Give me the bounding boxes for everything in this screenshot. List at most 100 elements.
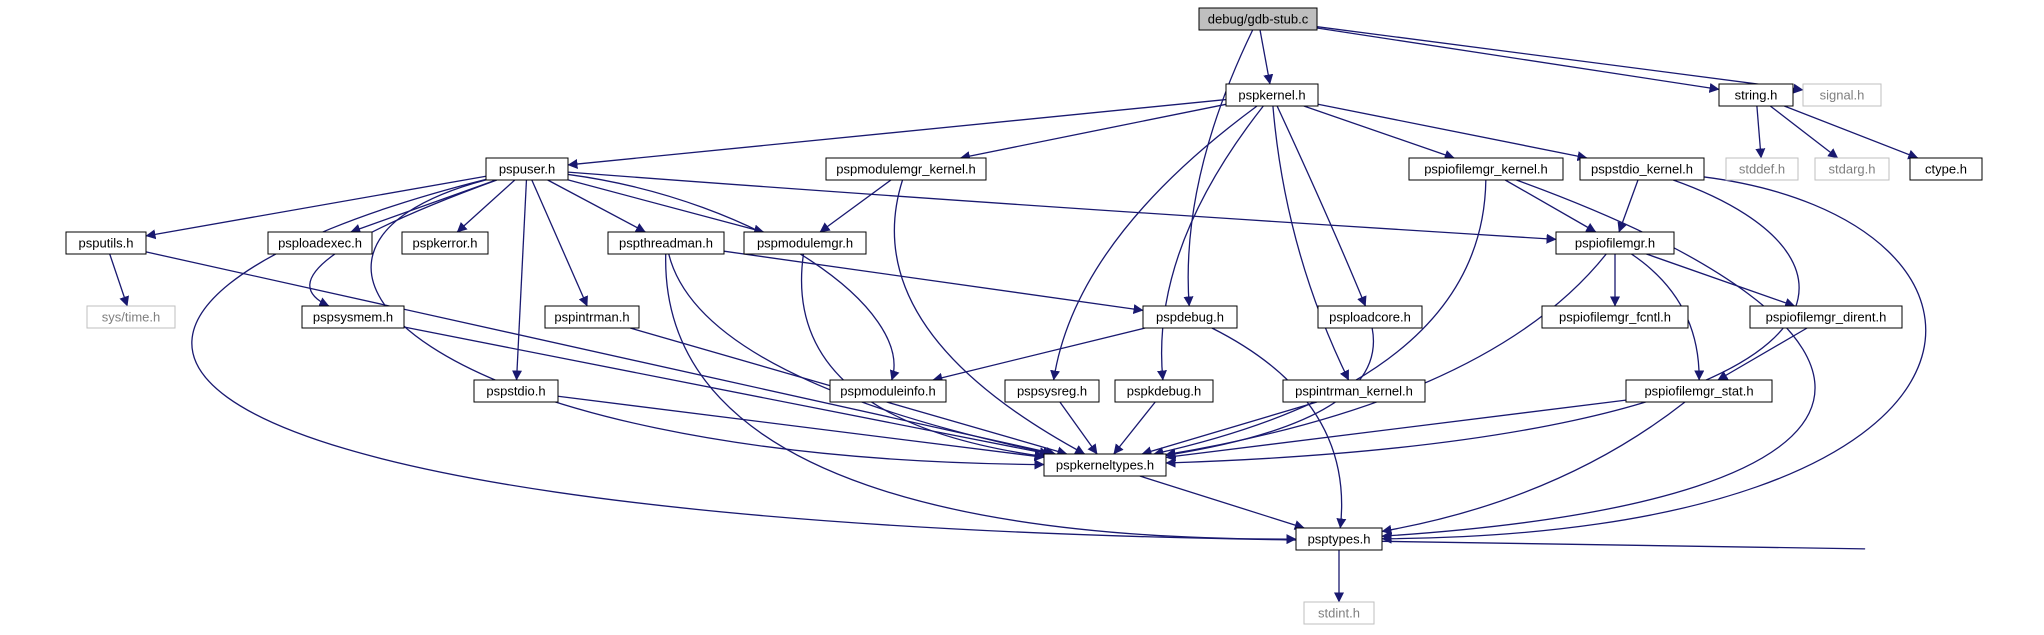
node-label: pspkdebug.h (1127, 384, 1201, 399)
node-label: pspkerneltypes.h (1056, 458, 1154, 473)
edge-pspkernel-to-pspuser (567, 98, 1227, 169)
node-label: pspsysmem.h (313, 310, 393, 325)
edge-pspthreadman-to-psptypes (665, 253, 1297, 545)
node-pspintrman[interactable]: pspintrman.h (544, 305, 640, 329)
node-label: stdarg.h (1829, 162, 1876, 177)
node-psploadcore[interactable]: psploadcore.h (1317, 305, 1423, 329)
edge-pspiofilemgr-to-pspkerneltypes (1165, 253, 1607, 459)
node-pspstdio-kernel[interactable]: pspstdio_kernel.h (1579, 157, 1705, 181)
node-pspstdio[interactable]: pspstdio.h (473, 379, 559, 403)
node-label: stddef.h (1739, 162, 1785, 177)
edge-pspuser-to-psputils (145, 175, 487, 240)
node-box (401, 231, 489, 255)
edge-pspsysreg-to-pspkerneltypes (1059, 401, 1098, 455)
node-label: pspsysreg.h (1017, 384, 1087, 399)
node-label: pspintrman.h (554, 310, 629, 325)
node-label: pspthreadman.h (619, 236, 713, 251)
node-box (1909, 157, 1983, 181)
node-string[interactable]: string.h (1718, 83, 1794, 107)
node-box (86, 305, 176, 329)
node-pspiofilemgr-fcntl[interactable]: pspiofilemgr_fcntl.h (1541, 305, 1689, 329)
edge-string-to-stddef (1755, 105, 1766, 159)
node-pspiofilemgr[interactable]: pspiofilemgr.h (1555, 231, 1675, 255)
edge-pspiofilemgr_kernel-to-pspkerneltypes (1153, 179, 1487, 457)
edge-psputils-to-systime (109, 253, 129, 307)
node-label: pspmoduleinfo.h (840, 384, 935, 399)
edge-pspstdio_kernel-to-psptypes (1381, 176, 1927, 544)
edge-pspiofilemgr_kernel-to-pspiofilemgr (1504, 179, 1597, 233)
edge-pspiofilemgr_dirent-to-pspiofilemgr_stat (1717, 327, 1808, 381)
edge-pspkernel-to-pspsysreg (1050, 105, 1258, 381)
node-psploadexec[interactable]: psploadexec.h (267, 231, 373, 255)
node-box (1718, 83, 1794, 107)
node-pspiofilemgr-stat[interactable]: pspiofilemgr_stat.h (1625, 379, 1773, 403)
node-box (825, 157, 987, 181)
node-label: sys/time.h (102, 310, 161, 325)
node-box (1004, 379, 1100, 403)
node-box (301, 305, 405, 329)
edge-gdbstub-to-signal (1316, 26, 1804, 94)
edge-pspuser-to-pspthreadman (547, 179, 646, 233)
edge-pspuser-to-pspsysmem (309, 179, 498, 307)
node-box (1303, 601, 1375, 625)
node-pspsysreg[interactable]: pspsysreg.h (1004, 379, 1100, 403)
node-pspiofilemgr-kernel[interactable]: pspiofilemgr_kernel.h (1408, 157, 1564, 181)
edge-pspuser-to-pspmoduleinfo (567, 173, 900, 381)
node-label: signal.h (1820, 88, 1865, 103)
node-stddef: stddef.h (1725, 157, 1799, 181)
node-pspdebug[interactable]: pspdebug.h (1142, 305, 1238, 329)
node-pspmodulemgr[interactable]: pspmodulemgr.h (743, 231, 867, 255)
edge-pspiofilemgr-to-pspiofilemgr_dirent (1646, 253, 1796, 308)
node-box (1225, 83, 1319, 107)
edge-gdbstub-to-pspdebug (1183, 29, 1254, 307)
edge-gdbstub-to-string (1316, 27, 1720, 93)
edge-pspuser-to-psptypes (191, 178, 1866, 550)
edge-pspmodulemgr_kernel-to-pspmodulemgr (819, 179, 892, 233)
node-stdarg: stdarg.h (1814, 157, 1890, 181)
node-label: pspstdio.h (486, 384, 545, 399)
node-psptypes[interactable]: psptypes.h (1295, 527, 1383, 551)
edge-pspstdio_kernel-to-pspiofilemgr (1617, 179, 1639, 233)
node-label: psptypes.h (1308, 532, 1371, 547)
node-box (1802, 83, 1882, 107)
node-pspsysmem[interactable]: pspsysmem.h (301, 305, 405, 329)
node-box (1295, 527, 1383, 551)
node-box (1555, 231, 1675, 255)
node-gdbstub[interactable]: debug/gdb-stub.c (1198, 7, 1318, 31)
node-label: pspiofilemgr.h (1575, 236, 1655, 251)
node-pspmodulemgr-kernel[interactable]: pspmodulemgr_kernel.h (825, 157, 987, 181)
node-ctype[interactable]: ctype.h (1909, 157, 1983, 181)
node-box (607, 231, 725, 255)
node-label: pspkerror.h (412, 236, 477, 251)
node-box (1579, 157, 1705, 181)
edge-psputils-to-pspkerneltypes (145, 251, 1056, 457)
node-label: pspuser.h (499, 162, 555, 177)
node-box (1043, 453, 1167, 477)
edge-pspsysmem-to-pspkerneltypes (403, 326, 1050, 458)
node-label: pspintrman_kernel.h (1295, 384, 1413, 399)
node-box (1749, 305, 1903, 329)
node-label: string.h (1735, 88, 1778, 103)
node-pspintrman-kernel[interactable]: pspintrman_kernel.h (1282, 379, 1426, 403)
node-pspuser[interactable]: pspuser.h (485, 157, 569, 181)
node-label: pspstdio_kernel.h (1591, 162, 1693, 177)
edge-pspuser-to-pspkerror (456, 179, 516, 233)
node-pspthreadman[interactable]: pspthreadman.h (607, 231, 725, 255)
node-pspkdebug[interactable]: pspkdebug.h (1114, 379, 1214, 403)
node-psputils[interactable]: psputils.h (65, 231, 147, 255)
node-pspmoduleinfo[interactable]: pspmoduleinfo.h (829, 379, 947, 403)
edge-pspkernel-to-pspkdebug (1157, 105, 1264, 381)
edge-pspiofilemgr_stat-to-psptypes (1381, 401, 1686, 535)
node-box (1114, 379, 1214, 403)
edge-string-to-ctype (1784, 105, 1919, 160)
node-pspkerneltypes[interactable]: pspkerneltypes.h (1043, 453, 1167, 477)
node-pspkerror[interactable]: pspkerror.h (401, 231, 489, 255)
edge-pspdebug-to-pspmoduleinfo (932, 327, 1146, 383)
edge-pspstdio_kernel-to-pspkerneltypes (1165, 179, 1800, 468)
node-label: pspkernel.h (1238, 88, 1305, 103)
node-pspkernel[interactable]: pspkernel.h (1225, 83, 1319, 107)
node-pspiofilemgr-dirent[interactable]: pspiofilemgr_dirent.h (1749, 305, 1903, 329)
node-label: pspiofilemgr_kernel.h (1424, 162, 1548, 177)
node-box (1317, 305, 1423, 329)
